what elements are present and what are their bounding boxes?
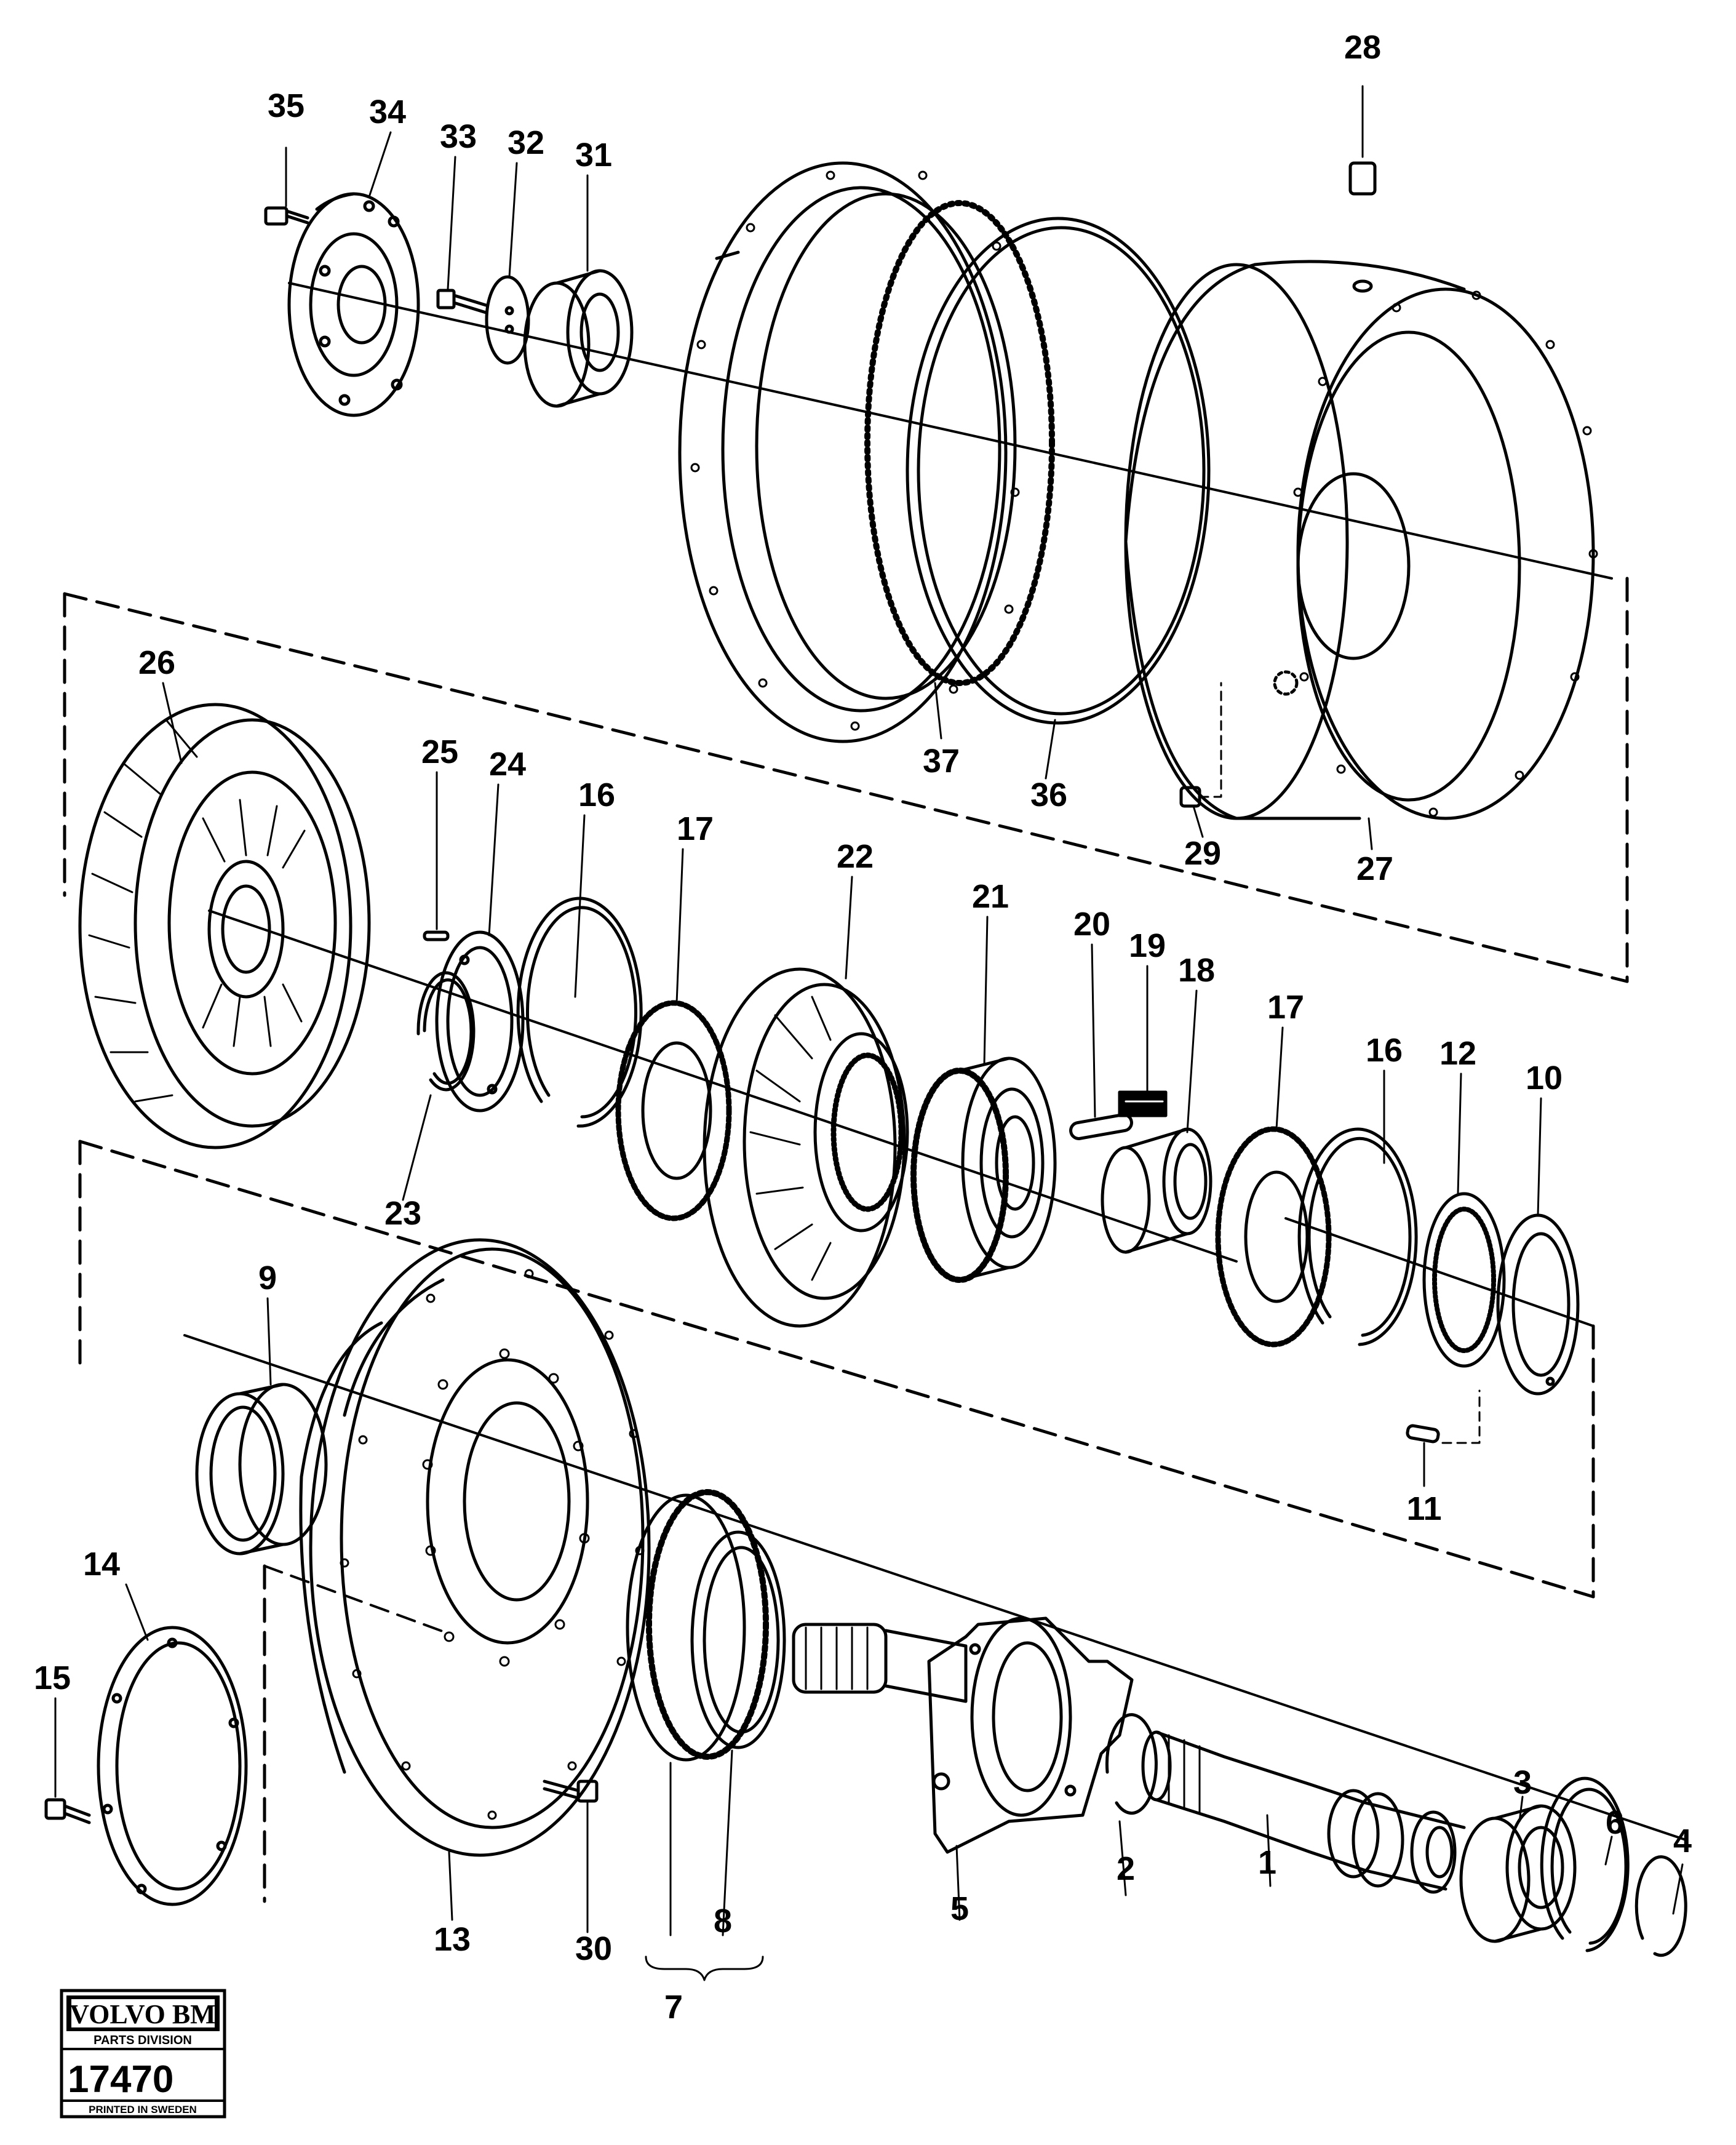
stamp-number: 17470 [68,2058,173,2101]
bolt-15 [44,1798,91,1824]
bearing-8 [690,1530,786,1749]
turbine-wheel-26 [78,703,371,1149]
callout-16b: 16 [1366,1032,1403,1069]
pin-11 [1406,1389,1481,1444]
thrust-washer-10 [1496,1213,1580,1396]
pin-20 [1069,1113,1133,1140]
callout-27: 27 [1356,850,1393,887]
callout-4: 4 [1673,1823,1692,1859]
bolt-35 [264,206,309,226]
callout-17a: 17 [677,810,714,847]
ring-housing-37 [678,161,1055,743]
cover-plate-14 [97,1626,248,1906]
gear-hub-21 [910,1057,1057,1283]
callout-3: 3 [1513,1764,1532,1801]
callout-18: 18 [1178,952,1215,989]
callout-36: 36 [1030,777,1067,813]
callout-37: 37 [923,743,960,780]
lock-plate-32 [485,275,530,365]
flange-cover-34 [287,192,420,417]
stator-22 [703,967,909,1328]
volvo-bm-stamp: VOLVO BM PARTS DIVISION 17470 PRINTED IN… [60,1989,226,2119]
bearing-race-9 [195,1383,328,1556]
spring-19 [1118,1090,1168,1117]
bolt-30 [543,1780,599,1803]
callout-20: 20 [1073,906,1110,943]
section-boundary-lower [78,1140,1595,1903]
callout-17b: 17 [1267,989,1304,1026]
callout-12: 12 [1439,1035,1476,1072]
callout-8: 8 [714,1903,732,1939]
callout-34: 34 [369,94,406,130]
clutch-disc-17-upper [615,1000,732,1221]
screw-33 [436,289,488,314]
retaining-ring-6 [1540,1776,1630,1952]
callout-35: 35 [268,87,305,124]
callout-13: 13 [434,1921,471,1958]
pump-housing-5 [927,1616,1134,1854]
callout-25: 25 [421,733,458,770]
callout-15: 15 [34,1660,71,1696]
retaining-ring-16-lower [1297,1127,1418,1346]
pump-impeller-13 [263,1238,651,1857]
shaft-1 [1141,1730,1466,1894]
bearing-3 [1459,1804,1577,1943]
drum-housing-27 [1124,260,1598,820]
section-boundary-upper [63,577,1629,983]
callout-26: 26 [138,644,175,681]
stamp-printed: PRINTED IN SWEDEN [89,2104,197,2115]
bearing-31 [523,269,634,408]
input-shaft [792,1623,968,1703]
callout-1: 1 [1258,1844,1276,1881]
snap-ring-4 [1634,1855,1687,1957]
callout-9: 9 [258,1260,277,1296]
retaining-ring-16-upper [516,897,643,1128]
needle-bearing-12 [1422,1192,1506,1368]
thrust-washer-24 [435,930,525,1112]
gear-7 [626,1489,769,1762]
leader-lines [54,131,1684,1981]
callout-14: 14 [83,1546,120,1583]
callout-30: 30 [575,1930,612,1967]
plug-28 [1348,85,1377,196]
callout-33: 33 [440,118,477,155]
callout-16a: 16 [578,777,615,813]
snap-ring-2 [1105,1713,1158,1815]
callout-31: 31 [575,137,612,174]
callout-23: 23 [384,1195,421,1232]
snap-ring-36 [906,217,1211,725]
callout-19: 19 [1129,927,1166,964]
callout-6: 6 [1606,1804,1624,1841]
callout-29: 29 [1184,835,1221,872]
clutch-disc-17-lower [1215,1126,1332,1348]
stamp-brand: VOLVO BM [70,1999,215,2029]
callout-5: 5 [950,1890,969,1927]
callout-7: 7 [664,1989,683,2026]
stamp-division: PARTS DIVISION [94,2034,192,2047]
callout-24: 24 [489,746,526,783]
callout-2: 2 [1117,1850,1135,1887]
callout-labels: 1 2 3 4 5 6 7 8 9 10 11 12 13 14 15 16 1… [34,29,1692,2026]
callout-22: 22 [837,838,874,875]
plug-29 [1179,682,1222,808]
pin-25 [423,930,450,941]
callout-32: 32 [508,124,544,161]
callout-21: 21 [972,878,1009,915]
callout-10: 10 [1526,1060,1563,1096]
callout-28: 28 [1344,29,1381,66]
callout-11: 11 [1406,1490,1441,1527]
